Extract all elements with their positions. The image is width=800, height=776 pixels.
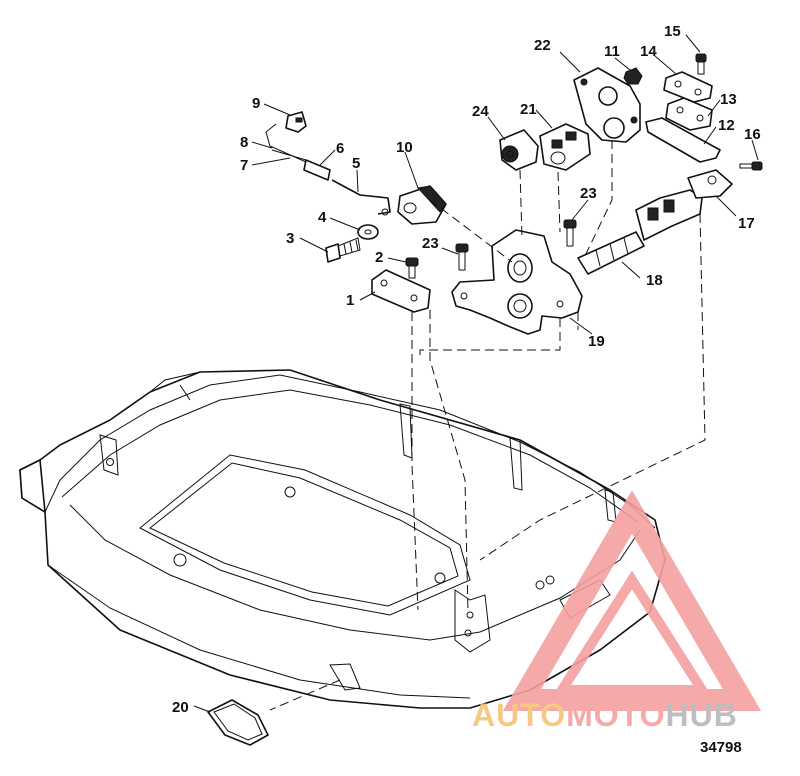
watermark-text-moto: MOTO [566, 697, 665, 733]
svg-text:AUTOMOTOHUB: AUTOMOTOHUB [472, 697, 738, 733]
plate-part-14 [663, 71, 713, 103]
callout-10: 10 [396, 139, 413, 156]
screw-part-15 [695, 53, 707, 75]
bottom-cowl [19, 369, 666, 709]
bushing-part-24 [499, 129, 539, 171]
callout-7: 7 [240, 157, 248, 174]
screw-part-2 [405, 257, 419, 279]
callout-3: 3 [286, 230, 294, 247]
drawing-number: 34798 [700, 739, 742, 756]
callout-14: 14 [640, 43, 657, 60]
bolt-part-3 [325, 237, 361, 263]
callout-24: 24 [472, 103, 489, 120]
callout-4: 4 [318, 209, 327, 226]
screw-part-23-right [563, 219, 577, 247]
callout-15: 15 [664, 23, 681, 40]
callout-9: 9 [252, 95, 260, 112]
callout-2: 2 [375, 249, 383, 266]
nut-part-11 [623, 67, 643, 85]
screw-part-23-left [455, 243, 469, 271]
plate-part-22 [573, 67, 641, 143]
callout-18: 18 [646, 272, 663, 289]
grommet-part-20 [207, 699, 269, 746]
throttle-linkage [265, 111, 391, 216]
callout-1: 1 [346, 292, 354, 309]
callout-11: 11 [604, 43, 620, 60]
watermark-text-hub: HUB [665, 697, 737, 733]
shaft-part-18 [577, 231, 645, 275]
washer-part-4 [357, 224, 379, 240]
callout-23-left: 23 [422, 235, 439, 252]
callout-19: 19 [588, 333, 605, 350]
callout-6: 6 [336, 140, 344, 157]
callout-5: 5 [352, 155, 360, 172]
plate-part-13 [665, 97, 713, 131]
watermark-text-auto: AUTO [472, 697, 566, 733]
screw-part-16 [739, 161, 763, 171]
callout-13: 13 [720, 91, 737, 108]
watermark-triangle-icon [502, 490, 762, 711]
callout-12: 12 [718, 117, 735, 134]
watermark: AUTOMOTOHUB [472, 490, 762, 733]
callout-22: 22 [534, 37, 551, 54]
callout-21: 21 [520, 101, 537, 118]
plate-part-1 [371, 269, 431, 313]
handle-part-17 [635, 169, 733, 241]
assembly-lines [269, 140, 706, 711]
callout-23-right: 23 [580, 185, 597, 202]
callout-labels: 1 2 3 4 5 6 7 8 9 10 11 12 13 14 15 16 1… [172, 23, 761, 716]
cam-part-10 [397, 185, 447, 225]
bracket-part-19 [451, 229, 583, 335]
leader-lines [193, 34, 759, 713]
callout-20: 20 [172, 699, 189, 716]
callout-16: 16 [744, 126, 761, 143]
block-part-21 [539, 123, 591, 171]
plate-part-12 [645, 117, 721, 163]
callout-17: 17 [738, 215, 755, 232]
callout-8: 8 [240, 134, 248, 151]
